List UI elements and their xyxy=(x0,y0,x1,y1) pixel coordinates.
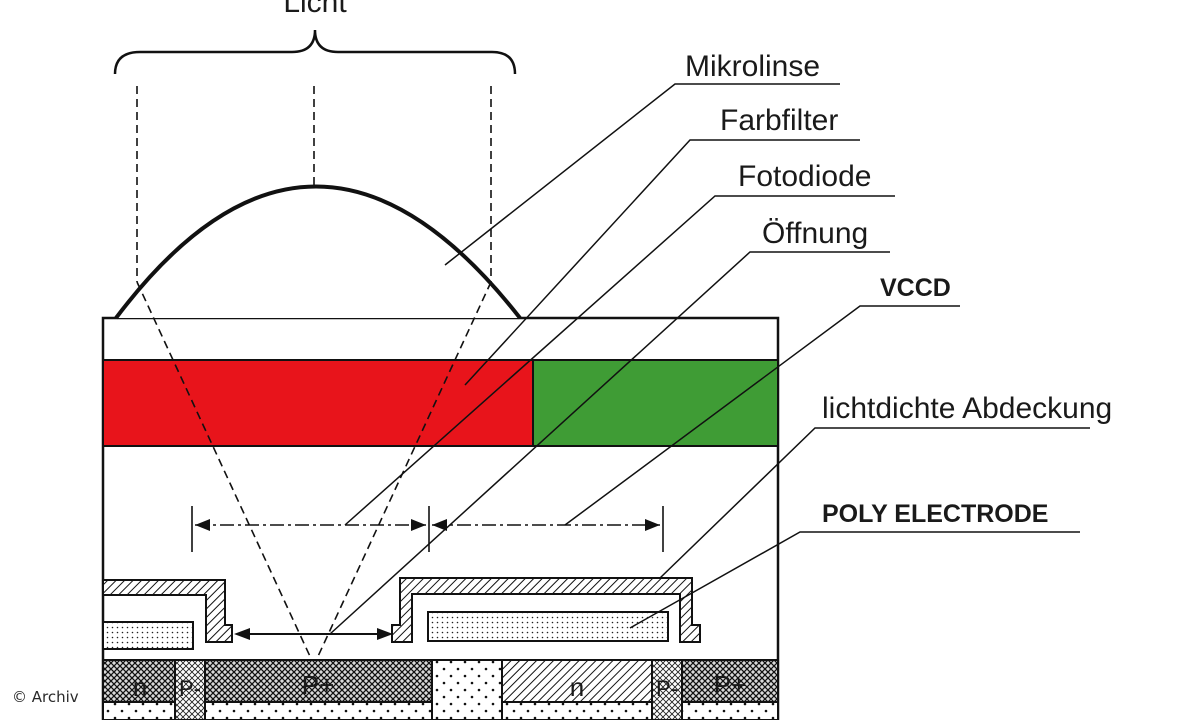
poly-electrode-right xyxy=(427,611,669,642)
leader-poly xyxy=(629,531,1080,629)
licht-label: Licht xyxy=(283,0,347,19)
p-plus-center-label: P+ xyxy=(302,670,335,700)
abdeckung-label: lichtdichte Abdeckung xyxy=(822,392,1112,425)
light-bracket xyxy=(113,29,517,75)
p-minus-left-label: P- xyxy=(179,676,201,701)
light-shield-right xyxy=(391,577,701,643)
credit-backdrop xyxy=(8,682,96,710)
leader-vccd xyxy=(564,305,960,526)
channel-stop-region xyxy=(431,659,503,720)
poly-electrode-label: POLY ELECTRODE xyxy=(822,500,1048,528)
color-filter-green xyxy=(532,359,779,447)
leader-lines xyxy=(329,83,1090,635)
p-plus-region-right xyxy=(681,659,779,703)
poly-electrode-left xyxy=(102,621,194,650)
n-right-label: n xyxy=(570,672,584,702)
light-cone-left xyxy=(136,281,315,666)
leader-abdeckung xyxy=(659,427,1090,579)
leader-mikrolinse xyxy=(444,83,840,266)
credit-text: © Archiv xyxy=(12,688,79,706)
p-minus-right-label: P- xyxy=(656,676,678,701)
leader-fotodiode xyxy=(344,195,895,526)
p-plus-region-center xyxy=(204,659,433,703)
n-left-label: n xyxy=(133,672,147,702)
light-shield-left xyxy=(102,579,233,643)
farbfilter-label: Farbfilter xyxy=(720,104,838,137)
microlens xyxy=(114,184,522,320)
oeffnung-label: Öffnung xyxy=(762,217,868,250)
mikrolinse-label: Mikrolinse xyxy=(685,50,820,83)
p-plus-right-label: P+ xyxy=(714,670,747,700)
fotodiode-label: Fotodiode xyxy=(738,160,871,193)
leader-farbfilter xyxy=(464,139,860,386)
vccd-label: VCCD xyxy=(880,274,951,302)
dimension-photodiode xyxy=(191,506,430,552)
leader-oeffnung xyxy=(329,251,890,635)
dimension-vccd xyxy=(432,506,664,552)
color-filter-red xyxy=(102,359,534,447)
dimension-opening xyxy=(234,628,393,640)
